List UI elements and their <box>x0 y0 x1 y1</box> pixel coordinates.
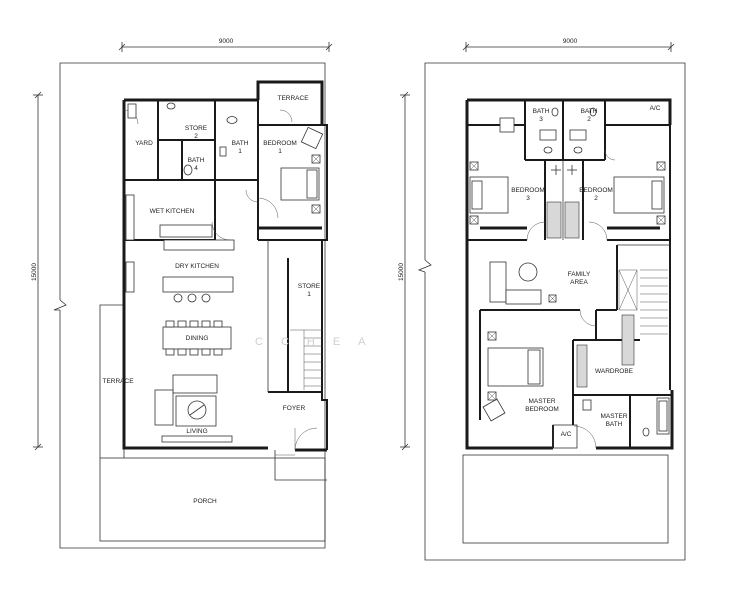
yard-label: YARD <box>135 140 153 147</box>
master-bedroom-label-line1: MASTER <box>528 398 555 405</box>
bath4-label-line2: 4 <box>194 165 198 172</box>
ground-floor-plan <box>99 80 328 542</box>
master-bedroom-label-line2: BEDROOM <box>525 406 559 413</box>
store2-label-line2: 2 <box>194 133 198 140</box>
bedroom2-label-line1: BEDROOM <box>579 187 613 194</box>
top-ac-label: A/C <box>650 105 661 112</box>
bedroom3-label-line2: 3 <box>526 195 530 202</box>
family-area-label-line1: FAMILY <box>568 271 591 278</box>
porch-label: PORCH <box>193 498 217 505</box>
bedroom1-label-line1: BEDROOM <box>263 140 297 147</box>
store2-label-line1: STORE <box>185 125 208 132</box>
master-bath-label-line2: BATH <box>606 421 623 428</box>
first-floor-plan <box>462 98 674 544</box>
bottom-ac-label: A/C <box>561 431 572 438</box>
wardrobe-label: WARDROBE <box>595 368 634 375</box>
bath2-label-line1: BATH <box>581 108 598 115</box>
store1-label-line1: STORE <box>298 283 321 290</box>
first-dimension-lines <box>400 42 686 561</box>
bedroom1-label-line2: 1 <box>278 148 282 155</box>
family-area-label-line2: AREA <box>570 279 588 286</box>
ground-depth-dimension: 15000 <box>31 263 38 281</box>
bedroom2-label-line2: 2 <box>594 195 598 202</box>
foyer-label: FOYER <box>283 405 306 412</box>
bath2-label-line2: 2 <box>587 116 591 123</box>
master-bath-label-line1: MASTER <box>600 413 627 420</box>
dining-label: DINING <box>186 335 209 342</box>
watermark: CCHEA <box>255 336 384 348</box>
bedroom3-label-line1: BEDROOM <box>511 187 545 194</box>
living-label: LIVING <box>186 428 207 435</box>
bath3-label-line1: BATH <box>533 108 550 115</box>
bath4-label-line1: BATH <box>188 157 205 164</box>
ground-width-dimension: 9000 <box>219 38 234 45</box>
wet-kitchen-label: WET KITCHEN <box>150 208 195 215</box>
bath1-label-line1: BATH <box>232 140 249 147</box>
store1-label-line2: 1 <box>307 291 311 298</box>
dry-kitchen-label: DRY KITCHEN <box>175 263 219 270</box>
bath1-label-line2: 1 <box>238 148 242 155</box>
ground-terrace-label: TERRACE <box>277 95 309 102</box>
side-terrace-label: TERRACE <box>102 378 134 385</box>
ground-dimension-lines <box>33 42 333 549</box>
first-depth-dimension: 15000 <box>398 263 405 281</box>
first-width-dimension: 9000 <box>563 38 578 45</box>
bath3-label-line2: 3 <box>539 116 543 123</box>
